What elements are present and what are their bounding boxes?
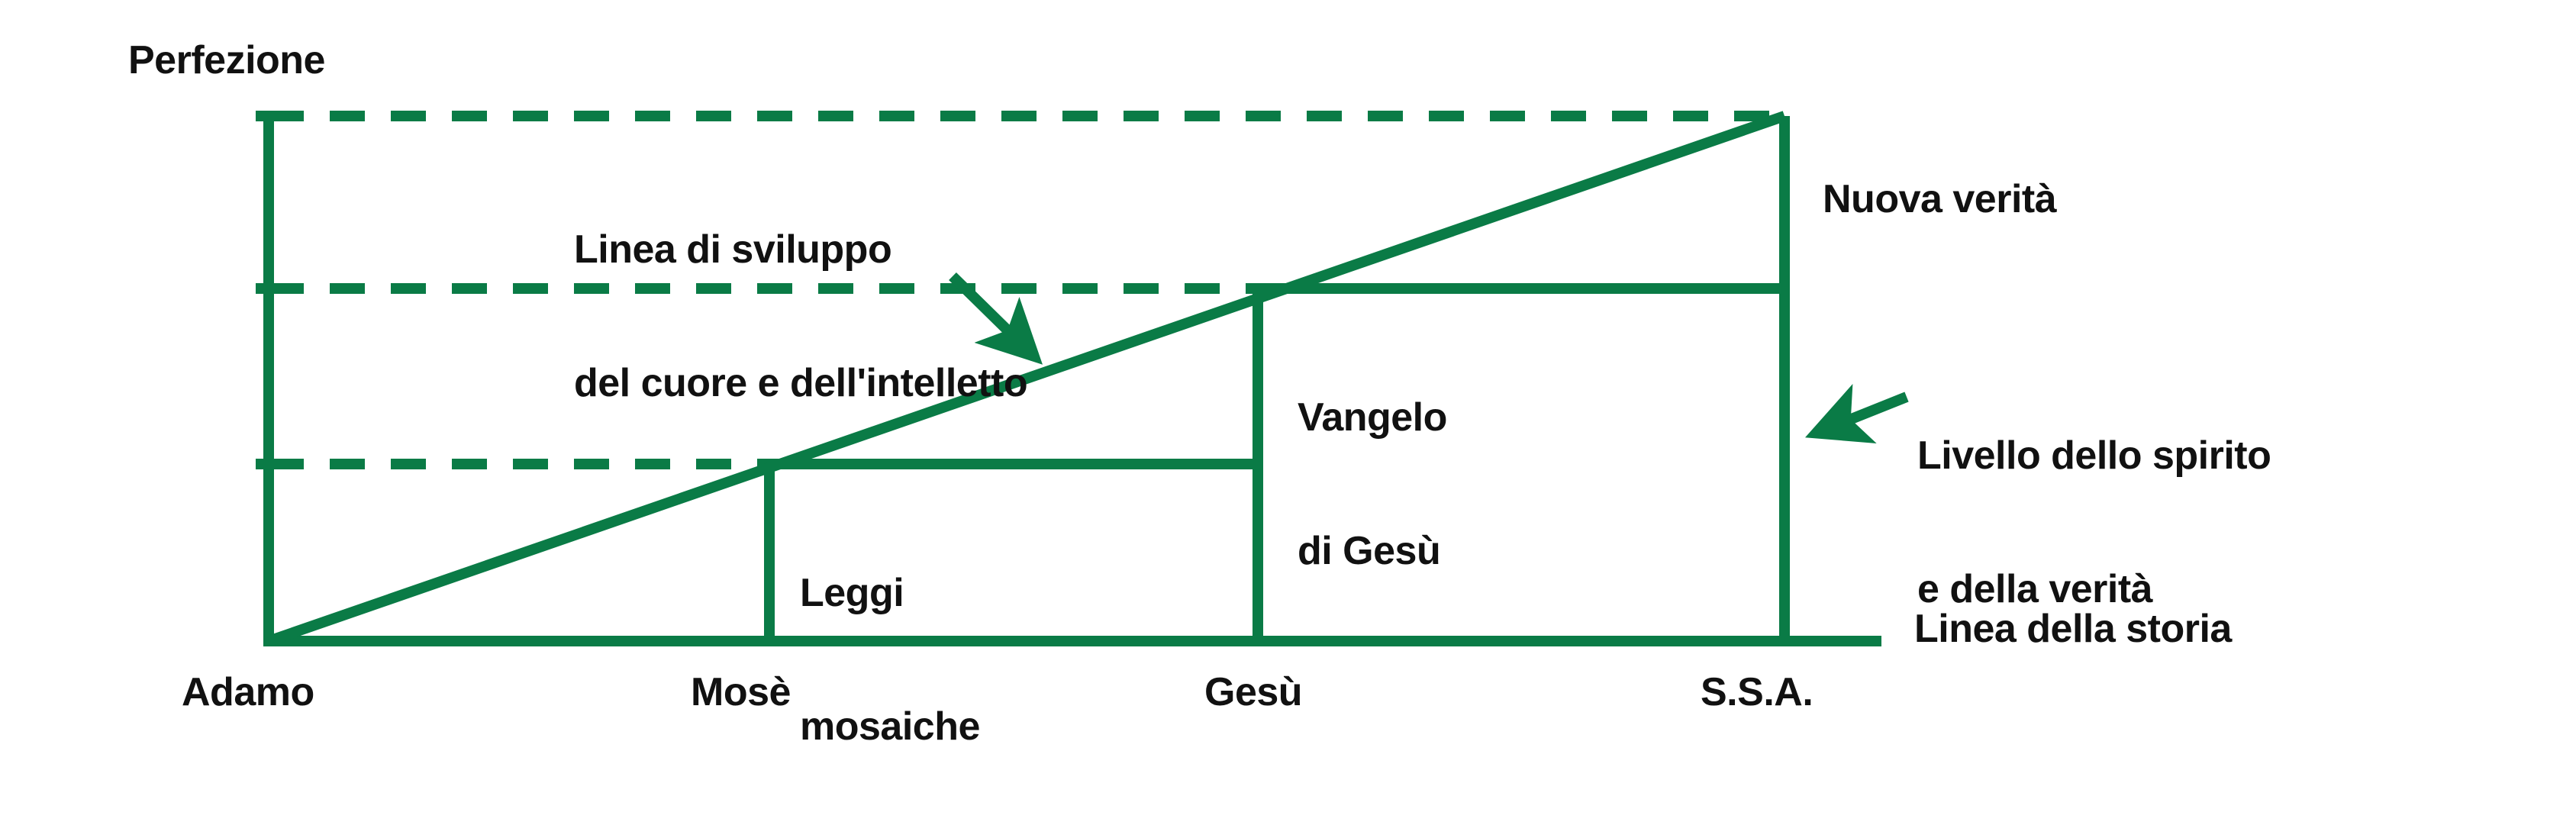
diagram-canvas: Perfezione Linea della storia Adamo Mosè… [128, 38, 2271, 749]
callout-development-line-line2: del cuore e dell'intelletto [574, 361, 1028, 406]
box-label-leggi-mosaiche-line1: Leggi [800, 571, 904, 616]
callout-spirit-level: Livello dello spirito e della verità [1917, 345, 2271, 701]
y-axis-title: Perfezione [128, 38, 325, 82]
development-line-callout-arrow [949, 272, 1043, 365]
x-axis-title: Linea della storia [1914, 607, 2232, 651]
x-tick-label-adamo: Adamo [182, 670, 314, 714]
box-label-leggi-mosaiche: Leggi mosaiche [800, 482, 980, 838]
x-tick-label-gesu: Gesù [1204, 670, 1303, 714]
spirit-level-callout-arrow [1805, 384, 1909, 443]
diagram-graphic [256, 111, 1909, 646]
x-tick-label-mose: Mosè [691, 670, 791, 714]
x-tick-label-ssa: S.S.A. [1701, 670, 1814, 714]
callout-spirit-level-line2: e della verità [1917, 567, 2153, 612]
callout-development-line: Linea di sviluppo del cuore e dell'intel… [574, 139, 1028, 495]
box-label-vangelo-di-gesu-line1: Vangelo [1298, 395, 1447, 440]
box-label-vangelo-di-gesu: Vangelo di Gesù [1298, 307, 1447, 662]
development-line [266, 111, 1787, 646]
box-label-leggi-mosaiche-line2: mosaiche [800, 704, 980, 749]
callout-development-line-line1: Linea di sviluppo [574, 227, 892, 272]
label-nuova-verita: Nuova verità [1823, 177, 2057, 221]
callout-spirit-level-line1: Livello dello spirito [1917, 434, 2271, 479]
box-label-vangelo-di-gesu-line2: di Gesù [1298, 529, 1441, 574]
